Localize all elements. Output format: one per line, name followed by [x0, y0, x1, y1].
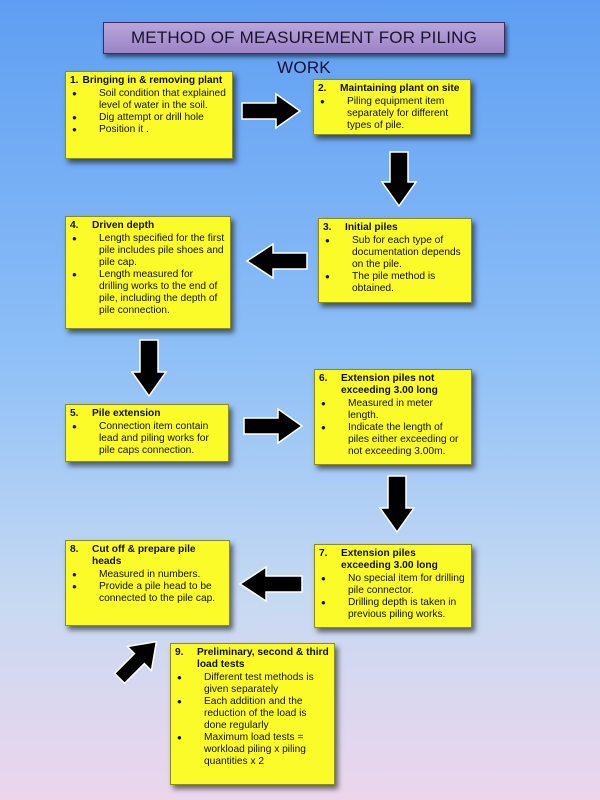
- step-box-6: 6. Extension piles not exceeding 3.00 lo…: [314, 369, 472, 465]
- step-number: 8.: [70, 544, 79, 555]
- step-title: Extension piles not exceeding 3.00 long: [341, 373, 438, 396]
- step-number: 3.: [323, 222, 332, 233]
- step-heading: 2. Maintaining plant on site: [318, 83, 465, 95]
- step-heading: 6. Extension piles not exceeding 3.00 lo…: [319, 373, 466, 397]
- bullet-item: ●The pile method is obtained.: [325, 271, 436, 294]
- bullet-icon: ●: [325, 236, 330, 245]
- bullet-item: ●Length measured for drilling works to t…: [72, 269, 218, 316]
- arrow-left-icon: [238, 565, 303, 603]
- bullet-icon: ●: [72, 582, 77, 591]
- step-number: 1.: [70, 75, 79, 86]
- bullet-list: ●Length specified for the first pile inc…: [70, 233, 225, 317]
- step-title: Bringing in & removing plant: [82, 75, 223, 86]
- arrow-right-icon: [241, 92, 302, 130]
- step-box-8: 8. Cut off & prepare pile heads ●Measure…: [65, 540, 230, 626]
- step-number: 5.: [70, 408, 79, 419]
- step-title: Initial piles: [345, 222, 398, 233]
- bullet-list: ●Connection item contain lead and piling…: [70, 421, 223, 457]
- bullet-item: ●Indicate the length of piles either exc…: [321, 422, 459, 457]
- step-number: 7.: [319, 548, 328, 559]
- step-heading: 7. Extension piles exceeding 3.00 long: [319, 548, 466, 572]
- step-box-2: 2. Maintaining plant on site ●Piling equ…: [313, 79, 471, 135]
- bullet-item: ●Dig attempt or drill hole: [72, 112, 204, 123]
- bullet-icon: ●: [321, 399, 326, 408]
- step-title: Preliminary, second & third load tests: [197, 647, 329, 670]
- bullet-icon: ●: [321, 598, 326, 607]
- bullet-item: ●No special item for drilling pile conne…: [321, 573, 465, 596]
- step-number: 4.: [70, 220, 79, 231]
- bullet-item: ●Piling equipment item separately for di…: [320, 96, 449, 131]
- bullet-list: ●No special item for drilling pile conne…: [319, 573, 466, 621]
- step-heading: 9. Preliminary, second & third load test…: [175, 647, 329, 671]
- step-title: Maintaining plant on site: [340, 83, 460, 94]
- bullet-icon: ●: [321, 574, 326, 583]
- arrow-down-icon: [380, 151, 418, 208]
- bullet-icon: ●: [325, 272, 330, 281]
- bullet-item: ●Sub for each type of documentation depe…: [325, 235, 461, 270]
- step-title: Driven depth: [92, 220, 155, 231]
- bullet-list: ●Soil condition that explained level of …: [70, 88, 227, 136]
- bullet-item: ●Drilling depth is taken in previous pil…: [321, 597, 457, 620]
- bullet-item: ●Length specified for the first pile inc…: [72, 233, 225, 268]
- bullet-icon: ●: [72, 422, 77, 431]
- bullet-list: ●Measured in numbers. ●Provide a pile he…: [70, 569, 224, 605]
- step-title: Extension piles exceeding 3.00 long: [341, 548, 438, 571]
- step-heading: 5. Pile extension: [70, 408, 223, 420]
- bullet-item: ●Different test methods is given separat…: [177, 672, 314, 695]
- step-title: Pile extension: [92, 408, 161, 419]
- step-heading: 3. Initial piles: [323, 222, 466, 234]
- step-box-1: 1. Bringing in & removing plant ●Soil co…: [65, 71, 233, 159]
- arrow-right-icon: [243, 407, 304, 445]
- bullet-item: ●Measured in numbers.: [72, 569, 201, 580]
- bullet-item: ●Position it .: [72, 124, 149, 135]
- step-number: 6.: [319, 373, 328, 384]
- bullet-list: ●Sub for each type of documentation depe…: [323, 235, 466, 295]
- step-heading: 4. Driven depth: [70, 220, 225, 232]
- step-box-5: 5. Pile extension ●Connection item conta…: [65, 404, 229, 462]
- bullet-icon: ●: [177, 733, 182, 742]
- bullet-icon: ●: [72, 270, 77, 279]
- bullet-icon: ●: [72, 89, 77, 98]
- bullet-list: ●Different test methods is given separat…: [175, 672, 329, 768]
- step-number: 9.: [175, 647, 184, 658]
- bullet-icon: ●: [72, 234, 77, 243]
- bullet-icon: ●: [72, 570, 77, 579]
- step-title: Cut off & prepare pile heads: [92, 544, 196, 567]
- bullet-icon: ●: [320, 97, 325, 106]
- bullet-item: ●Soil condition that explained level of …: [72, 88, 226, 111]
- arrow-left-icon: [245, 242, 308, 280]
- step-heading: 8. Cut off & prepare pile heads: [70, 544, 224, 568]
- step-box-7: 7. Extension piles exceeding 3.00 long ●…: [314, 544, 472, 628]
- arrow-down-icon: [378, 475, 416, 534]
- bullet-icon: ●: [72, 125, 77, 134]
- bullet-icon: ●: [177, 673, 182, 682]
- bullet-item: ●Maximum load tests = workload piling x …: [177, 732, 306, 767]
- bullet-icon: ●: [321, 423, 326, 432]
- bullet-list: ●Piling equipment item separately for di…: [318, 96, 465, 132]
- step-number: 2.: [318, 83, 327, 94]
- bullet-list: ●Measured in meter length. ●Indicate the…: [319, 398, 466, 458]
- step-box-3: 3. Initial piles ●Sub for each type of d…: [318, 218, 472, 303]
- bullet-item: ●Provide a pile head to be connected to …: [72, 581, 216, 604]
- step-box-4: 4. Driven depth ●Length specified for th…: [65, 216, 231, 329]
- bullet-icon: ●: [72, 113, 77, 122]
- bullet-item: ●Connection item contain lead and piling…: [72, 421, 209, 456]
- bullet-item: ●Each addition and the reduction of the …: [177, 696, 307, 731]
- step-box-9: 9. Preliminary, second & third load test…: [170, 643, 335, 785]
- arrow-down-icon: [130, 339, 168, 398]
- bullet-icon: ●: [177, 697, 182, 706]
- page-title: METHOD OF MEASUREMENT FOR PILING WORK: [103, 22, 505, 77]
- arrow-diagonal-icon: [113, 640, 158, 685]
- bullet-item: ●Measured in meter length.: [321, 398, 433, 421]
- step-heading: 1. Bringing in & removing plant: [70, 75, 227, 87]
